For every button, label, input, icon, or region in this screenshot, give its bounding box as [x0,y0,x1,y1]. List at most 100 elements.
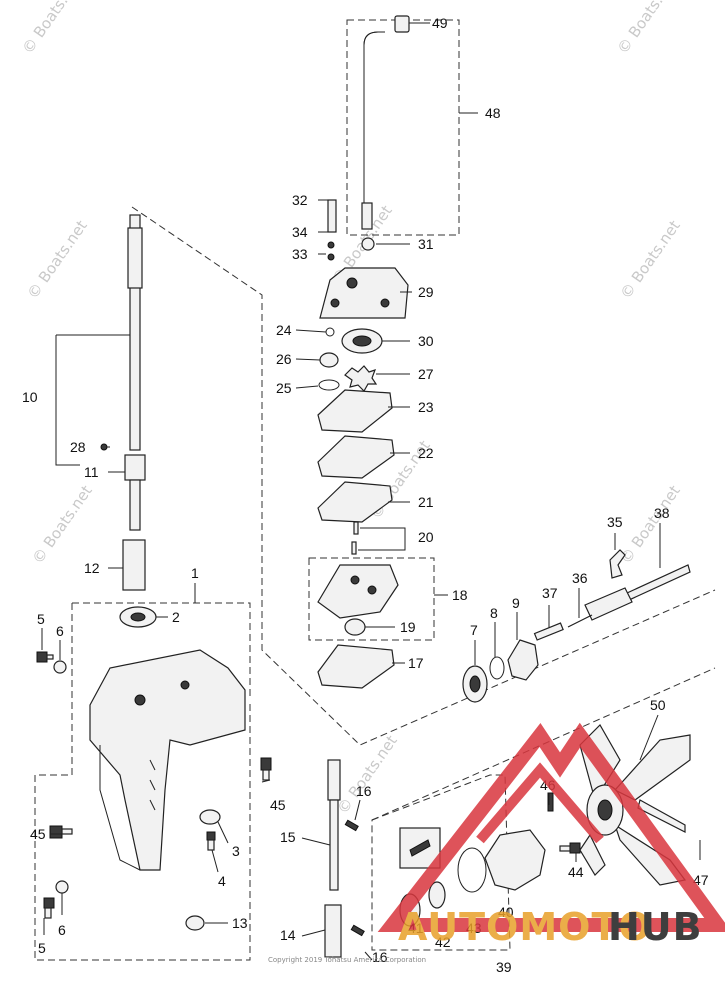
callout-49: 49 [432,15,448,31]
callout-25: 25 [276,380,292,396]
inset-part-box [399,827,441,869]
group-box-39 [371,774,511,951]
washer-3 [199,809,221,825]
pump-case-18 [317,564,399,619]
callout-12: 12 [84,560,100,576]
callout-45: 45 [270,797,286,813]
callout-31: 31 [418,236,434,252]
prop-shaft-38 [533,549,691,641]
seal-19 [344,618,366,636]
callout-9: 9 [512,595,520,611]
callout-13: 13 [232,915,248,931]
washer-6a [53,660,67,674]
logo-text-hub: HUB [608,905,703,949]
bolt-45b [49,825,73,839]
callout-40: 40 [498,904,514,920]
callout-16: 16 [356,783,372,799]
assembly-line-left [131,206,716,746]
callout-6: 6 [56,623,64,639]
watermark: © Boats.net [334,732,401,817]
o-ring-25 [318,379,340,391]
bolt-44 [559,842,581,854]
callout-45: 45 [30,826,46,842]
callout-30: 30 [418,333,434,349]
callout-48: 48 [485,105,501,121]
watermark: © Boats.net [614,0,681,57]
callout-37: 37 [542,585,558,601]
callout-11: 11 [84,464,99,480]
callout-10: 10 [22,389,38,405]
callout-24: 24 [276,322,292,338]
callout-1: 1 [191,565,199,581]
callout-28: 28 [70,439,86,455]
group-box-18 [308,557,435,641]
pin-46 [547,792,554,812]
impeller-27 [344,365,378,392]
callout-5: 5 [37,611,45,627]
watermark: © Boats.net [617,217,684,302]
washer-8 [489,656,505,680]
pin-37 [533,622,564,641]
callout-8: 8 [490,605,498,621]
callout-20: 20 [418,529,434,545]
callout-18: 18 [452,587,468,603]
nut-13 [185,915,205,931]
watermark: © Boats.net [29,482,96,567]
logo-text-automoto: AUTOMOTO [398,905,652,949]
pump-housing-29 [319,199,409,319]
clip-49 [394,15,410,33]
gear-9 [507,639,539,681]
callout-2: 2 [172,609,180,625]
drive-shaft-10 [100,214,146,531]
gasket-17 [317,644,395,689]
pin-20b [351,541,357,555]
callout-33: 33 [292,246,308,262]
o-ring-43 [457,847,487,893]
gasket-21 [317,481,393,523]
callout-6: 6 [58,922,66,938]
callout-47: 47 [693,872,709,888]
callout-19: 19 [400,619,416,635]
watermark: © Boats.net [617,482,684,567]
callout-27: 27 [418,366,434,382]
washer-6b [55,880,69,894]
callout-39: 39 [496,959,512,975]
callout-35: 35 [607,514,623,530]
callout-38: 38 [654,505,670,521]
bolt-5a [36,651,54,663]
plate-22 [317,435,395,479]
callout-17: 17 [408,655,424,671]
callout-3: 3 [232,843,240,859]
gear-case-1 [89,649,246,871]
callout-23: 23 [418,399,434,415]
callout-50: 50 [650,697,666,713]
callout-4: 4 [218,873,226,889]
callout-21: 21 [418,494,434,510]
o-ring-24 [325,327,335,337]
callout-15: 15 [280,829,296,845]
callout-labels: 49 48 32 34 31 33 29 24 30 26 27 25 23 2… [22,15,709,975]
watermark: © Boats.net [24,217,91,302]
spring-36 [567,614,593,628]
callout-22: 22 [418,445,434,461]
seal-26 [319,352,339,368]
seal-42 [428,881,446,909]
logo-triangle [377,722,725,932]
group-box-1 [34,602,251,961]
leader-lines [41,22,701,961]
automotohub-logo: AUTOMOTO HUB [377,722,725,949]
shift-rod-15 [324,759,365,958]
bolt-5b [43,897,55,919]
callout-32: 32 [292,192,308,208]
cam-35 [609,549,626,579]
gasket-23 [317,389,393,433]
callout-5: 5 [38,940,46,956]
callout-34: 34 [292,224,308,240]
callout-26: 26 [276,351,292,367]
copyright-text: Copyright 2019 Tohatsu America Corporati… [268,956,426,964]
callout-29: 29 [418,284,434,300]
callout-16: 16 [372,949,388,965]
bolt-45a [260,757,272,781]
bearing-housing-40 [484,829,546,891]
